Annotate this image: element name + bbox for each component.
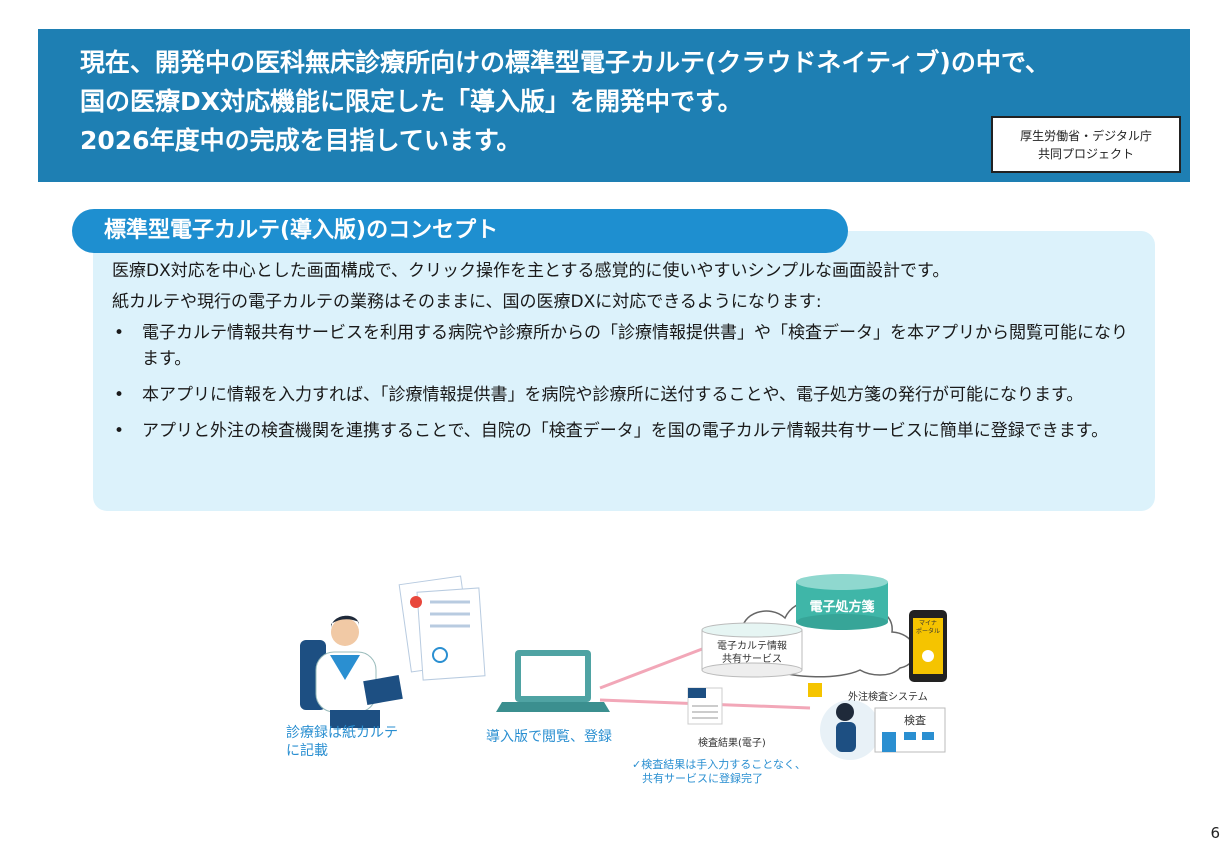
doctor-label: 診療録は紙カルテ に記載: [286, 724, 398, 760]
banner-line-1: 現在、開発中の医科無床診療所向けの標準型電子カルテ(クラウドネイティブ)の中で、: [80, 48, 1050, 77]
bullet-text: 本アプリに情報を入力すれば、「診療情報提供書」を病院や診療所に送付することや、電…: [142, 385, 1084, 405]
laptop-icon: [496, 650, 610, 712]
share-service-label: 電子カルテ情報 共有サービス: [702, 640, 802, 666]
database-icon: [701, 622, 803, 678]
concept-panel: [93, 231, 1155, 511]
registration-note-line-2: 共有サービスに登録完了: [642, 772, 763, 785]
share-service-line-1: 電子カルテ情報: [717, 641, 787, 652]
page-number: 6: [1210, 824, 1220, 842]
connector-line: [599, 644, 711, 690]
list-item: • アプリと外注の検査機関を連携することで、自院の「検査データ」を国の電子カルテ情…: [112, 418, 1132, 444]
bullet-mark: •: [114, 385, 125, 405]
doctor-icon: [300, 615, 403, 728]
database-icon: [796, 574, 888, 630]
bullet-mark: •: [114, 421, 125, 441]
bullet-text: アプリと外注の検査機関を連携することで、自院の「検査データ」を国の電子カルテ情報…: [142, 421, 1109, 441]
concept-bullet-list: • 電子カルテ情報共有サービスを利用する病院や診療所からの「診療情報提供書」や「検…: [112, 320, 1147, 444]
lab-report-icon: [687, 687, 723, 725]
doctor-label-line-2: に記載: [286, 743, 328, 759]
badge-line-2: 共同プロジェクト: [1037, 147, 1134, 161]
myna-portal-line-2: ポータル: [915, 628, 940, 635]
badge-line-1: 厚生労働省・デジタル庁: [1020, 129, 1152, 143]
share-service-line-2: 共有サービス: [722, 654, 782, 665]
registration-note: ✓検査結果は手入力することなく、 共有サービスに登録完了: [632, 758, 806, 786]
banner-line-3: 2026年度中の完成を目指しています。: [80, 126, 522, 155]
document-icon: [398, 575, 486, 681]
e-prescription-label: 電子処方箋: [809, 600, 875, 615]
concept-body: 医療DX対応を中心とした画面構成で、クリック操作を主とする感覚的に使いやすいシン…: [112, 258, 1147, 454]
banner-headline: 現在、開発中の医科無床診療所向けの標準型電子カルテ(クラウドネイティブ)の中で、…: [80, 43, 1160, 160]
joint-project-badge: 厚生労働省・デジタル庁 共同プロジェクト: [991, 116, 1181, 173]
laptop-label: 導入版で閲覧、登録: [486, 729, 612, 745]
registration-note-line-1: ✓検査結果は手入力することなく、: [632, 758, 806, 771]
bullet-text: 電子カルテ情報共有サービスを利用する病院や診療所からの「診療情報提供書」や「検査…: [142, 323, 1128, 369]
myna-portal-line-1: マイナ: [919, 620, 937, 627]
workflow-illustration: 診療録は紙カルテ に記載 導入版で閲覧、登録 電子処方箋 電子カルテ情報 共有サ…: [270, 560, 970, 800]
lab-result-label: 検査結果(電子): [698, 738, 766, 749]
concept-paragraph-1: 医療DX対応を中心とした画面構成で、クリック操作を主とする感覚的に使いやすいシン…: [112, 261, 950, 281]
concept-paragraph-2: 紙カルテや現行の電子カルテの業務はそのままに、国の医療DXに対応できるようになり…: [112, 292, 822, 312]
myna-portal-label: マイナ ポータル: [913, 620, 943, 636]
concept-title: 標準型電子カルテ(導入版)のコンセプト: [72, 209, 848, 253]
header-banner: 現在、開発中の医科無床診療所向けの標準型電子カルテ(クラウドネイティブ)の中で、…: [38, 29, 1190, 182]
smartphone-icon: [909, 610, 947, 682]
doctor-label-line-1: 診療録は紙カルテ: [286, 725, 398, 741]
banner-line-2: 国の医療DX対応機能に限定した「導入版」を開発中です。: [80, 87, 743, 116]
list-item: • 本アプリに情報を入力すれば、「診療情報提供書」を病院や診療所に送付することや、…: [112, 382, 1132, 408]
lab-sign: 検査: [904, 714, 926, 727]
lab-facility-icon: [808, 683, 946, 760]
bullet-mark: •: [114, 323, 125, 343]
illustration-graphics: [300, 574, 947, 760]
list-item: • 電子カルテ情報共有サービスを利用する病院や診療所からの「診療情報提供書」や「検…: [112, 320, 1132, 372]
lab-system-label: 外注検査システム: [848, 692, 928, 703]
